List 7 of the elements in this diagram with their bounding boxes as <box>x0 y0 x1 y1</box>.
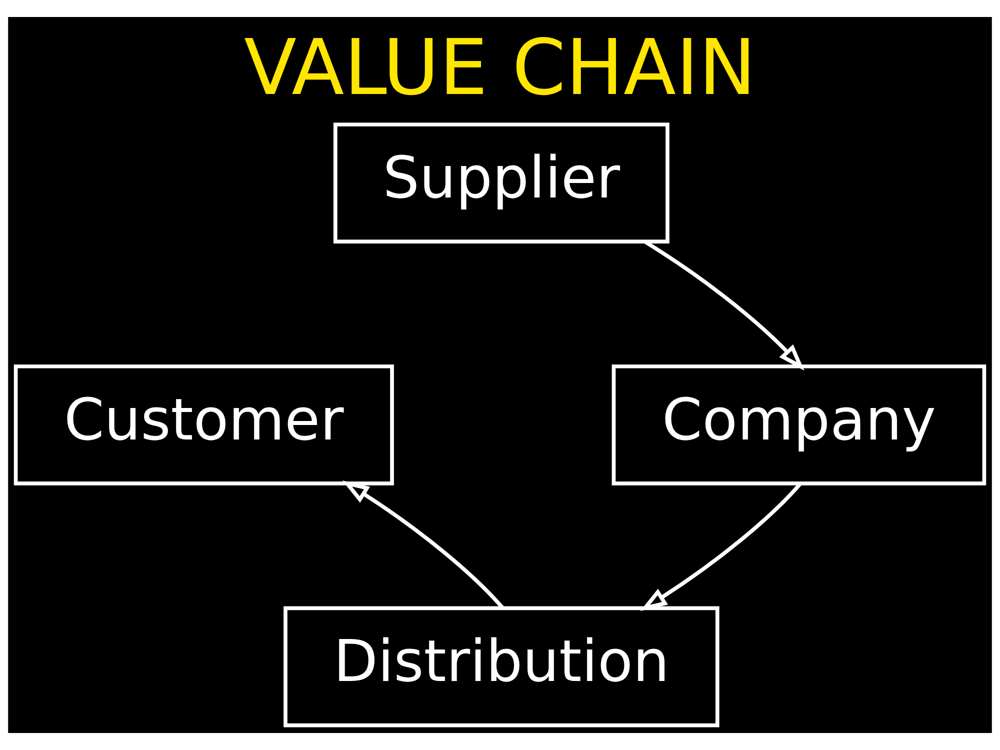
arrow <box>342 480 504 610</box>
node-box: Distribution <box>284 606 720 728</box>
node-box: Customer <box>14 364 394 486</box>
node-box: Supplier <box>333 122 670 244</box>
arrow <box>640 482 802 611</box>
node-box: Company <box>612 364 986 486</box>
diagram-title: VALUE CHAIN <box>244 24 756 113</box>
